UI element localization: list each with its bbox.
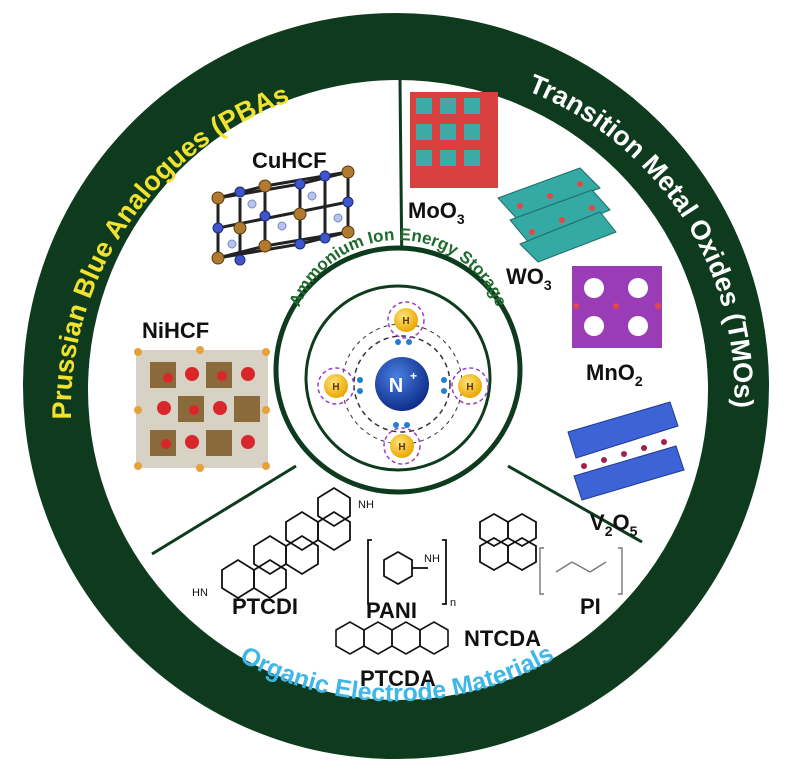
label-v2o5: V2O5 [590, 510, 638, 539]
ammonium-ion: N + H H H H [317, 301, 489, 465]
divider-bottom-right [507, 464, 643, 544]
label-wo3: WO3 [506, 264, 552, 293]
mno2-structure [572, 266, 662, 348]
wo3-structure [497, 167, 617, 263]
nitrogen-core [375, 357, 429, 411]
label-pani: PANI [366, 598, 417, 623]
label-nihcf: NiHCF [142, 318, 209, 343]
hydrogen-top: H [387, 301, 425, 339]
svg-text:H: H [466, 382, 473, 393]
v2o5-structure [567, 401, 685, 501]
label-pani-n: n [450, 597, 456, 609]
moo3-structure [410, 92, 498, 188]
label-pi: PI [580, 594, 601, 619]
hydrogen-bottom: H [383, 427, 421, 465]
ptcda-structure [335, 621, 449, 655]
svg-text:H: H [332, 382, 339, 393]
divider-bottom-left [151, 464, 297, 556]
label-ptcda: PTCDA [360, 666, 436, 691]
nitrogen-charge: + [410, 369, 417, 383]
svg-text:H: H [398, 442, 405, 453]
hydrogen-right: H [451, 367, 489, 405]
label-pani-nh: NH [424, 553, 440, 565]
ptcdi-structure [221, 486, 351, 600]
label-nh-ptcdi: NH [358, 499, 374, 511]
pi-structure [539, 547, 623, 595]
pani-structure [367, 539, 447, 605]
nihcf-structure [134, 346, 270, 472]
svg-text:H: H [402, 316, 409, 327]
electron-pairs [357, 339, 447, 428]
nitrogen-label: N [389, 375, 403, 397]
hydrogen-left: H [317, 367, 355, 405]
cuhcf-structure [211, 165, 355, 266]
ntcda-structure [479, 512, 537, 572]
label-mno2: MnO2 [586, 360, 643, 389]
label-hn-ptcdi: HN [192, 587, 208, 599]
label-moo3: MoO3 [408, 198, 465, 227]
label-cuhcf: CuHCF [252, 148, 327, 173]
label-ptcdi: PTCDI [232, 594, 298, 619]
label-ntcda: NTCDA [464, 626, 541, 651]
